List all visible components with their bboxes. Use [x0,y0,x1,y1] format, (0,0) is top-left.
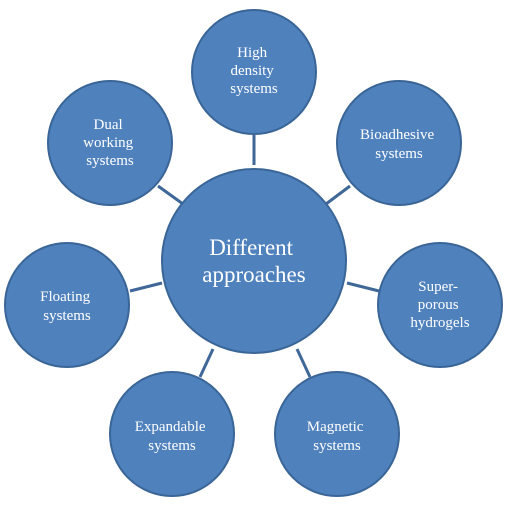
center-label: Different approaches [202,235,305,287]
node-high-density-line-1: High [237,45,268,61]
connector-magnetic [295,348,312,378]
node-dual-working-line-1: Dual [94,117,123,133]
node-high-density-label: High density systems [230,45,278,97]
node-floating-label: Floating systems [40,289,94,324]
node-magnetic: Magnetic systems [274,371,400,497]
node-superporous-label: Super- porous hydrogels [410,279,469,331]
node-superporous-line-2: porous [418,297,459,313]
connector-expandable [198,348,215,378]
node-dual-working-line-3: systems [86,153,134,169]
connector-floating [129,281,163,293]
center-node: Different approaches [161,168,347,354]
connectors [129,135,380,378]
node-bioadhesive-label: Bioadhesive systems [360,127,438,162]
node-superporous-line-3: hydrogels [410,315,469,331]
connector-superporous [346,281,380,293]
node-superporous: Super- porous hydrogels [377,242,503,368]
node-superporous-circle [377,242,503,368]
node-floating-circle [4,242,130,368]
node-expandable-circle [109,371,235,497]
node-high-density-line-2: density [230,63,274,79]
connector-dual-working [157,184,184,206]
connector-bioadhesive [325,184,351,206]
node-superporous-line-1: Super- [418,279,458,295]
node-floating: Floating systems [4,242,130,368]
node-bioadhesive-line-2: systems [375,146,423,162]
node-high-density: High density systems [191,9,317,135]
node-bioadhesive-line-1: Bioadhesive [360,127,434,143]
node-bioadhesive-circle [336,80,462,206]
node-magnetic-circle [274,371,400,497]
center-circle [161,168,347,354]
node-high-density-line-3: systems [230,81,278,97]
node-magnetic-line-1: Magnetic [307,419,364,435]
node-bioadhesive: Bioadhesive systems [336,80,462,206]
node-expandable-label: Expandable systems [135,419,210,454]
node-expandable-line-1: Expandable [135,419,206,435]
node-floating-line-1: Floating [40,289,91,305]
center-label-line-2: approaches [202,262,305,287]
node-dual-working-line-2: working [83,135,133,151]
node-expandable: Expandable systems [109,371,235,497]
node-magnetic-label: Magnetic systems [307,419,367,454]
node-expandable-line-2: systems [148,438,196,454]
node-high-density-circle [191,9,317,135]
node-dual-working: Dual working systems [47,80,173,206]
center-label-line-1: Different [209,235,293,260]
node-dual-working-label: Dual working systems [83,117,137,169]
node-floating-line-2: systems [43,308,91,324]
node-dual-working-circle [47,80,173,206]
node-magnetic-line-2: systems [313,438,361,454]
